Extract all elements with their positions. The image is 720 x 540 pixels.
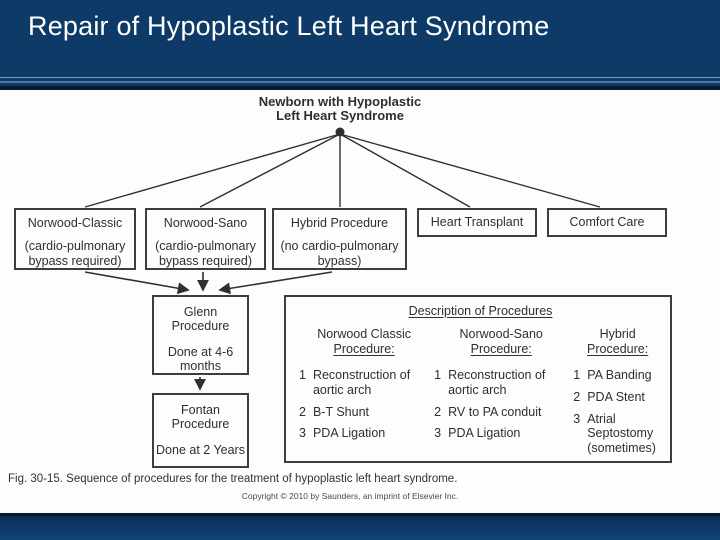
flow-box-label: Glenn Procedure — [171, 305, 230, 334]
column-items: 1 Reconstruction of aortic arch 2 RV to … — [434, 368, 568, 441]
list-item: 3 Atrial Septostomy (sometimes) — [573, 412, 662, 456]
copyright-notice: Copyright © 2010 by Saunders, an imprint… — [241, 491, 459, 501]
flow-box-timing: Done at 4-6 months — [167, 344, 234, 374]
description-columns: Norwood Classic Procedure: 1 Reconstruct… — [299, 327, 662, 463]
flow-box-heart-transplant: Heart Transplant — [417, 208, 537, 237]
description-column-norwood-sano: Norwood-Sano Procedure: 1 Reconstruction… — [434, 327, 568, 463]
column-header-top: Norwood Classic — [317, 327, 411, 341]
page-title: Repair of Hypoplastic Left Heart Syndrom… — [28, 11, 550, 41]
item-text: PA Banding — [587, 368, 652, 382]
flow-box-norwood-sano: Norwood-Sano (cardio-pulmonary bypass re… — [145, 208, 266, 270]
item-number: 3 — [434, 426, 442, 441]
flow-box-hybrid-procedure: Hybrid Procedure (no cardio-pulmonary by… — [272, 208, 407, 270]
item-text: Reconstruction of aortic arch — [448, 368, 546, 397]
flow-box-label: Hybrid Procedure — [290, 216, 389, 230]
item-text: Reconstruction of aortic arch — [312, 368, 411, 397]
root-node-line2: Left Heart Syndrome — [276, 108, 404, 124]
column-items: 1 PA Banding 2 PDA Stent 3 Atrial Septos… — [573, 368, 662, 456]
flow-box-timing: Done at 2 Years — [156, 442, 245, 457]
item-number: 2 — [573, 389, 581, 404]
flow-box-glenn-procedure: Glenn Procedure Done at 4-6 months — [152, 295, 249, 375]
item-number: 1 — [434, 368, 442, 382]
list-item: 2 B-T Shunt — [299, 405, 429, 420]
flow-box-norwood-classic: Norwood-Classic (cardio-pulmonary bypass… — [14, 208, 136, 270]
list-item: 2 PDA Stent — [573, 390, 662, 405]
list-item: 2 RV to PA conduit — [434, 405, 568, 420]
item-number: 1 — [299, 368, 306, 382]
column-header-top: Hybrid — [599, 327, 636, 341]
flow-box-sublabel: (cardio-pulmonary bypass required) — [24, 239, 126, 268]
item-text: RV to PA conduit — [448, 404, 542, 419]
column-header: Norwood Classic Procedure: — [299, 327, 429, 357]
item-number: 3 — [573, 411, 581, 426]
list-item: 1 Reconstruction of aortic arch — [299, 368, 429, 398]
flow-box-label: Heart Transplant — [430, 215, 524, 230]
flowchart-figure: Newborn with Hypoplastic Left Heart Synd… — [0, 90, 720, 513]
root-node-label: Newborn with Hypoplastic Left Heart Synd… — [230, 94, 450, 124]
item-text: PDA Ligation — [312, 426, 386, 441]
column-header-bottom: Procedure: — [470, 342, 532, 356]
description-column-hybrid: Hybrid Procedure: 1 PA Banding 2 PDA Ste… — [573, 327, 662, 463]
flow-box-sublabel: (no cardio-pulmonary bypass) — [280, 239, 399, 268]
header-bottom-band — [0, 86, 720, 90]
item-number: 2 — [299, 404, 306, 419]
figure-caption: Fig. 30-15. Sequence of procedures for t… — [8, 473, 458, 485]
item-number: 2 — [434, 404, 442, 419]
item-text: Atrial Septostomy (sometimes) — [587, 411, 656, 456]
column-header: Hybrid Procedure: — [573, 327, 662, 357]
flow-box-label: Norwood-Classic — [27, 216, 123, 230]
column-header-top: Norwood-Sano — [459, 327, 543, 341]
flow-box-label: Norwood-Sano — [163, 216, 248, 230]
slide-header-bar: Repair of Hypoplastic Left Heart Syndrom… — [0, 0, 720, 90]
flow-box-fontan-procedure: Fontan Procedure Done at 2 Years — [152, 393, 249, 468]
root-node-line1: Newborn with Hypoplastic — [258, 94, 422, 109]
description-column-norwood-classic: Norwood Classic Procedure: 1 Reconstruct… — [299, 327, 429, 463]
list-item: 1 Reconstruction of aortic arch — [434, 368, 568, 398]
item-number: 3 — [299, 426, 306, 441]
flow-box-label: Comfort Care — [569, 215, 645, 230]
item-text: PDA Stent — [587, 389, 645, 404]
item-text: B-T Shunt — [312, 404, 370, 419]
column-header-bottom: Procedure: — [333, 342, 395, 356]
column-header-bottom: Procedure: — [587, 342, 649, 356]
flowchart-connectors — [84, 127, 601, 391]
list-item: 3 PDA Ligation — [299, 426, 429, 441]
column-items: 1 Reconstruction of aortic arch 2 B-T Sh… — [299, 368, 429, 441]
header-rule-dark — [0, 81, 720, 83]
description-title: Description of Procedures — [408, 304, 553, 318]
item-text: PDA Ligation — [448, 426, 521, 441]
flow-box-sublabel: (cardio-pulmonary bypass required) — [155, 239, 256, 268]
list-item: 3 PDA Ligation — [434, 426, 568, 441]
slide-footer-bar — [0, 513, 720, 540]
description-of-procedures-box: Description of Procedures Norwood Classi… — [284, 295, 672, 463]
flow-box-comfort-care: Comfort Care — [547, 208, 667, 237]
flow-box-label: Fontan Procedure — [171, 403, 230, 432]
item-number: 1 — [573, 368, 581, 382]
column-header: Norwood-Sano Procedure: — [434, 327, 568, 357]
list-item: 1 PA Banding — [573, 368, 662, 383]
header-rule-light — [0, 77, 720, 78]
